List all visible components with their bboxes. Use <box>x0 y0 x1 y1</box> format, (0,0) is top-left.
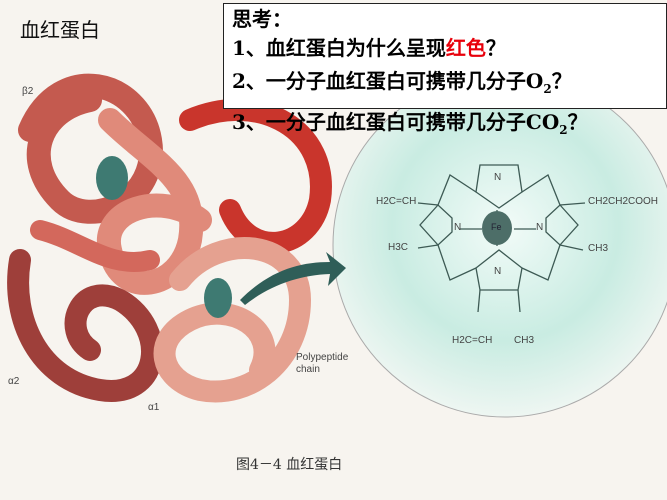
arrow-icon <box>240 252 346 305</box>
heme-group-left: H3C <box>388 242 409 253</box>
heme-n-right: N <box>536 222 544 233</box>
question-1-highlight: 红色 <box>445 36 486 60</box>
iron-atom <box>482 211 512 245</box>
question-2: 2、一分子血红蛋白可携带几分子O2？ <box>232 65 666 106</box>
porphyrin-structure <box>417 164 586 313</box>
question-3: 3、一分子血红蛋白可携带几分子CO2？ <box>232 106 666 147</box>
think-questions-box: 思考： 1、血红蛋白为什么呈现红色？ 2、一分子血红蛋白可携带几分子O2？ 3、… <box>223 3 667 137</box>
think-heading: 思考： <box>232 7 292 31</box>
heme-n-top: N <box>494 172 502 183</box>
question-2-suffix: ？ <box>551 69 572 93</box>
heme-group-bottom-left: H2C=CH <box>452 335 493 346</box>
label-alpha1: α1 <box>148 402 160 413</box>
question-2-subscript: 2 <box>543 82 552 96</box>
figure-caption: 图4－4 血红蛋白 <box>236 457 343 473</box>
heme-group-right-top: CH2CH2COOH <box>588 196 659 207</box>
heme-disc <box>96 156 128 200</box>
heme-group-top-left: H2C=CH <box>376 196 417 207</box>
heme-n-left: N <box>454 222 462 233</box>
question-3-text: 3、一分子血红蛋白可携带几分子CO <box>232 110 560 134</box>
question-1: 1、血红蛋白为什么呈现红色？ <box>232 32 666 65</box>
label-alpha2: α2 <box>8 376 20 387</box>
protein-ribbon <box>7 73 332 403</box>
heme-group-right: CH3 <box>588 243 609 254</box>
question-3-suffix: ？ <box>567 110 588 134</box>
heme-fe-label: Fe <box>491 222 502 232</box>
label-chain: chain <box>296 364 320 375</box>
heme-n-bottom: N <box>494 266 502 277</box>
slide-title: 血红蛋白 <box>20 18 100 42</box>
question-2-text: 2、一分子血红蛋白可携带几分子O <box>232 69 544 93</box>
label-polypeptide: Polypeptide <box>296 352 349 363</box>
question-3-subscript: 2 <box>559 123 568 137</box>
question-1-suffix: ？ <box>485 36 506 60</box>
question-1-text: 1、血红蛋白为什么呈现 <box>232 36 446 60</box>
heme-disc <box>204 278 232 318</box>
label-beta2: β2 <box>22 86 34 97</box>
heme-group-bottom-right: CH3 <box>514 335 535 346</box>
